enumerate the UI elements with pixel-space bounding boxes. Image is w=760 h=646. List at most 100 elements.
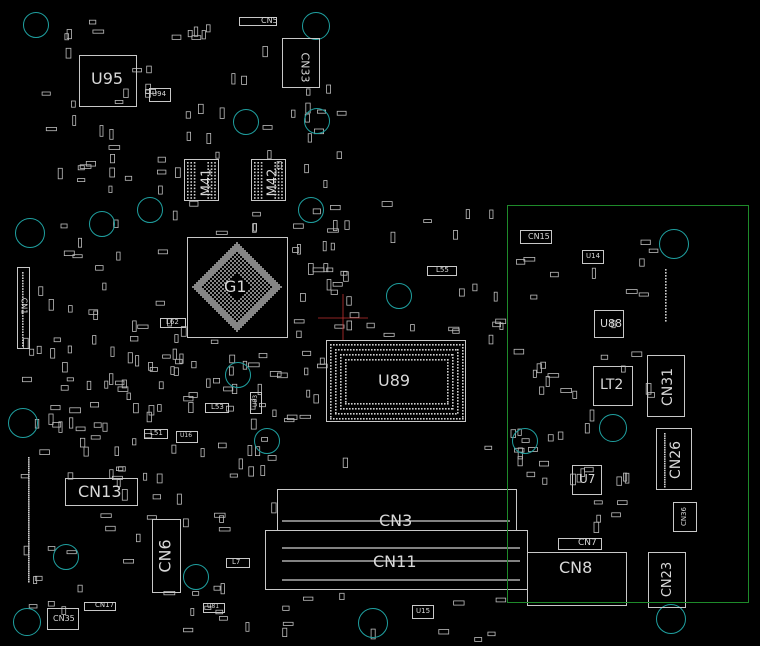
bga-ball xyxy=(444,403,446,405)
bga-ball xyxy=(392,349,394,351)
bga-ball xyxy=(330,401,332,403)
passive-pad xyxy=(132,438,137,446)
memory-ball xyxy=(274,168,276,170)
bga-ball xyxy=(335,373,337,375)
memory-ball xyxy=(277,181,280,183)
memory-ball xyxy=(257,165,259,167)
component-CN6 xyxy=(152,519,181,593)
passive-pad xyxy=(149,366,158,372)
bga-ball xyxy=(393,418,395,420)
bga-ball xyxy=(200,282,202,284)
connector-pin xyxy=(665,296,667,298)
bga-ball xyxy=(246,256,248,258)
passive-pad xyxy=(104,380,109,389)
bga-ball xyxy=(409,354,411,356)
bga-ball xyxy=(214,296,216,298)
bga-ball xyxy=(335,413,337,415)
passive-pad xyxy=(257,383,262,395)
passive-pad xyxy=(493,291,498,302)
bga-ball xyxy=(216,286,218,288)
bga-ball xyxy=(240,274,242,276)
label-U81: U81 xyxy=(207,603,220,610)
memory-ball xyxy=(274,184,276,186)
passive-pad xyxy=(89,19,97,25)
memory-ball xyxy=(281,187,283,190)
bga-ball xyxy=(260,278,262,280)
bga-ball xyxy=(272,280,274,282)
bga-ball xyxy=(234,308,236,310)
bga-ball xyxy=(256,298,258,300)
bga-ball xyxy=(345,371,347,373)
bga-ball xyxy=(230,248,232,250)
bga-ball xyxy=(330,350,332,352)
bga-ball xyxy=(248,258,250,260)
passive-pad xyxy=(200,448,205,458)
bga-ball xyxy=(246,258,248,260)
bga-ball xyxy=(224,262,226,264)
passive-pad xyxy=(148,361,154,371)
bga-ball xyxy=(218,284,220,286)
bga-ball xyxy=(236,324,238,326)
bga-ball xyxy=(208,276,210,278)
bga-ball xyxy=(398,413,400,415)
bga-ball xyxy=(216,274,218,276)
bga-ball xyxy=(367,354,369,356)
bga-ball xyxy=(232,320,234,322)
passive-pad xyxy=(302,596,314,601)
passive-pad xyxy=(342,457,349,468)
bga-ball xyxy=(387,359,389,361)
memory-ball xyxy=(254,187,256,190)
bga-ball xyxy=(457,400,459,402)
bga-ball xyxy=(340,381,342,383)
connector-pin xyxy=(664,449,666,451)
bga-ball xyxy=(210,296,212,298)
bga-ball xyxy=(254,272,256,274)
bga-ball xyxy=(280,286,282,288)
connector-pin xyxy=(22,285,24,288)
bga-ball xyxy=(216,310,218,312)
bga-ball xyxy=(370,408,372,410)
bga-ball xyxy=(260,294,262,296)
passive-pad xyxy=(366,322,375,329)
bga-ball xyxy=(402,418,404,420)
label-CN11: CN11 xyxy=(373,552,417,571)
bga-ball xyxy=(330,398,332,400)
component-CN7 xyxy=(558,538,602,550)
passive-pad xyxy=(210,339,219,344)
connector-pin xyxy=(664,460,666,463)
bga-ball xyxy=(407,413,409,415)
bga-ball xyxy=(226,252,228,254)
passive-pad xyxy=(78,237,83,248)
bga-ball xyxy=(330,416,332,418)
bga-ball xyxy=(420,359,422,361)
bga-ball xyxy=(395,413,397,415)
memory-ball xyxy=(274,165,276,167)
bga-ball xyxy=(330,418,332,420)
passive-pad xyxy=(63,250,75,256)
connector-pin xyxy=(665,302,667,304)
passive-pad xyxy=(173,367,179,376)
bga-ball xyxy=(270,278,272,280)
bga-ball xyxy=(351,418,353,420)
bga-ball xyxy=(218,296,220,298)
bga-ball xyxy=(364,354,366,356)
bga-ball xyxy=(393,359,395,361)
bga-ball xyxy=(248,290,250,292)
highlight-region xyxy=(507,205,749,603)
bga-ball xyxy=(435,344,437,346)
passive-pad xyxy=(336,151,342,160)
bga-ball xyxy=(346,354,348,356)
bga-ball xyxy=(212,290,214,292)
bga-ball xyxy=(274,282,276,284)
passive-pad xyxy=(276,372,288,379)
bga-ball xyxy=(272,292,274,294)
bga-ball xyxy=(361,354,363,356)
passive-pad xyxy=(183,395,194,402)
mounting-hole xyxy=(53,544,79,570)
bga-ball xyxy=(254,306,256,308)
passive-pad xyxy=(560,388,572,393)
bga-ball xyxy=(204,276,206,278)
bga-ball xyxy=(206,274,208,276)
bga-ball xyxy=(238,252,240,254)
passive-pad xyxy=(217,442,227,449)
